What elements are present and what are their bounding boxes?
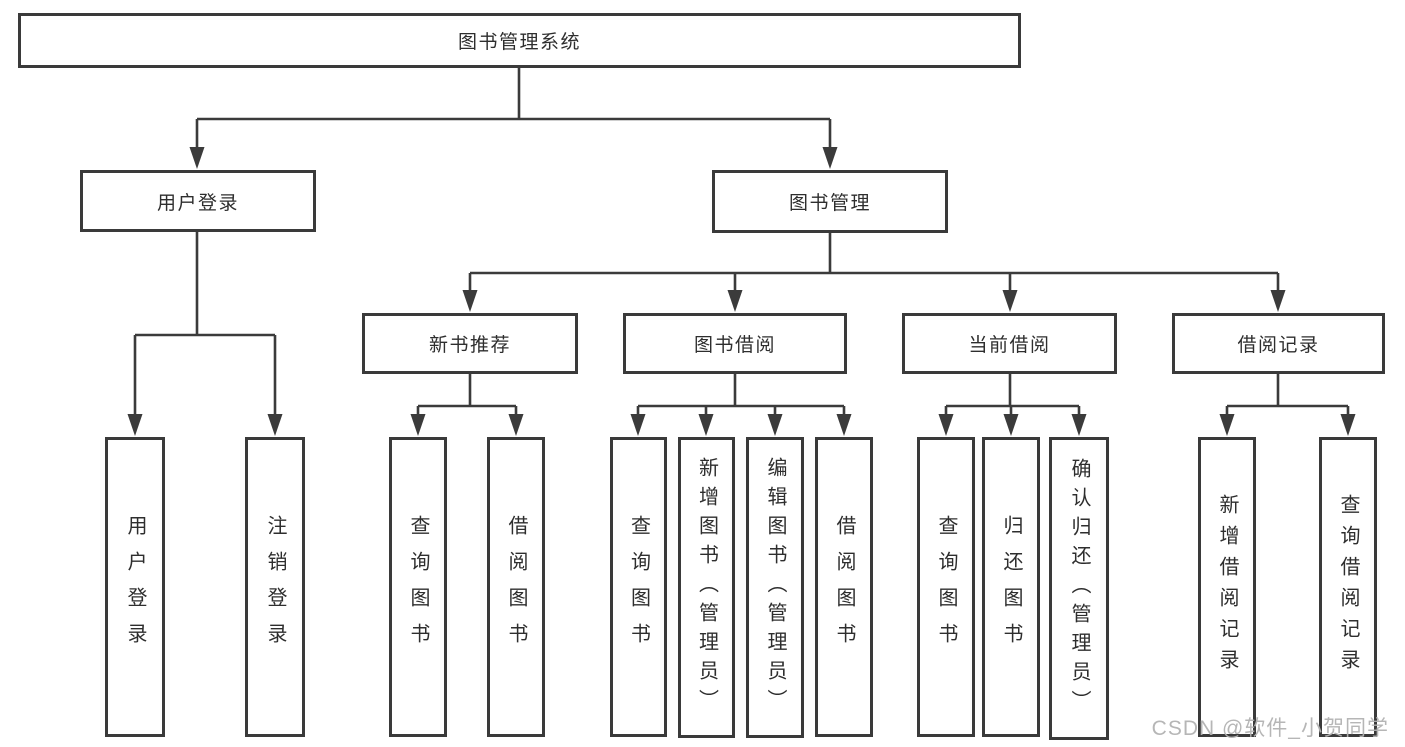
leaf-query-books-current: 查询图书	[917, 437, 975, 737]
leaf-edit-books-admin: 编辑图书（管理员）	[746, 437, 804, 738]
leaf-add-borrow-record: 新增借阅记录	[1198, 437, 1256, 737]
leaf-borrow-books: 借阅图书	[815, 437, 873, 737]
leaf-return-books: 归还图书	[982, 437, 1040, 737]
node-new-book-recommend: 新书推荐	[362, 313, 578, 374]
leaf-confirm-return-admin: 确认归还（管理员）	[1049, 437, 1109, 740]
node-current-borrow: 当前借阅	[902, 313, 1117, 374]
leaf-query-books-borrow: 查询图书	[610, 437, 667, 737]
node-book-borrow: 图书借阅	[623, 313, 847, 374]
node-library-management-system: 图书管理系统	[18, 13, 1021, 68]
leaf-add-books-admin: 新增图书（管理员）	[678, 437, 735, 738]
leaf-query-borrow-record: 查询借阅记录	[1319, 437, 1377, 737]
leaf-user-login: 用户登录	[105, 437, 165, 737]
leaf-query-books-recommend: 查询图书	[389, 437, 447, 737]
node-borrow-records: 借阅记录	[1172, 313, 1385, 374]
csdn-watermark: CSDN @软件_小贺同学	[1151, 717, 1389, 740]
leaf-logout: 注销登录	[245, 437, 305, 737]
node-user-login: 用户登录	[80, 170, 316, 232]
node-book-management: 图书管理	[712, 170, 948, 233]
arrowheads	[127, 147, 1356, 436]
leaf-borrow-books-recommend: 借阅图书	[487, 437, 545, 737]
